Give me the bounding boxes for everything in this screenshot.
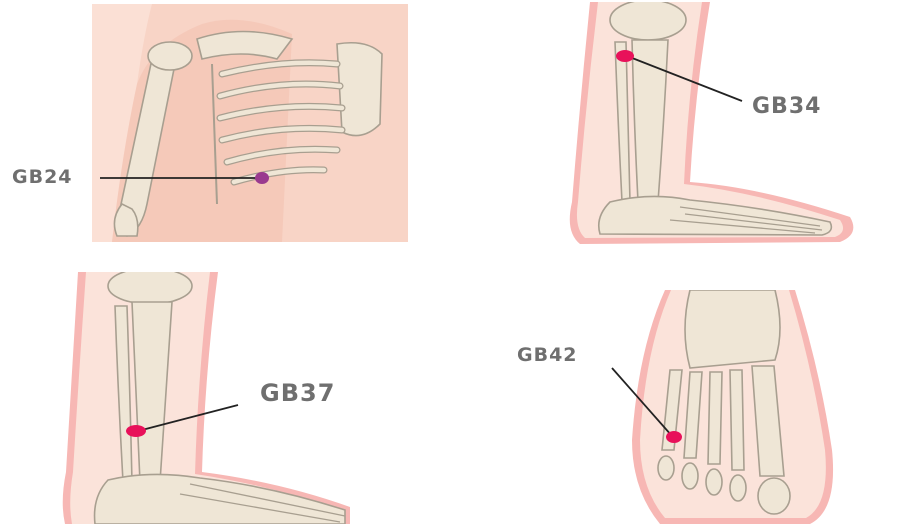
- lower-leg-side-illustration-upper: [560, 2, 860, 250]
- label-gb42: GB42: [517, 344, 578, 366]
- torso-ribcage-illustration: [92, 4, 408, 242]
- label-gb34: GB34: [752, 94, 821, 119]
- foot-top-view-illustration: [570, 290, 838, 524]
- label-gb37: GB37: [260, 379, 335, 407]
- label-gb24: GB24: [12, 166, 73, 188]
